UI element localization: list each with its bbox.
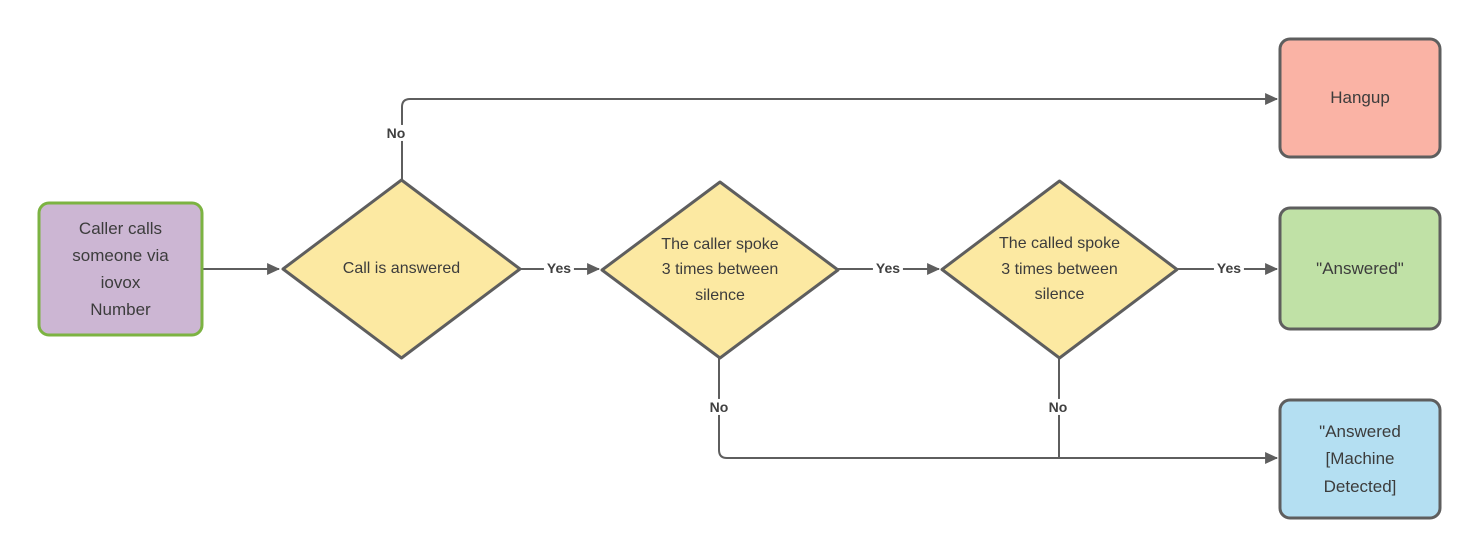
node-start [37, 201, 204, 337]
node-hangup [1278, 37, 1442, 159]
node-caller-spoke [600, 180, 840, 360]
edge-call-is-answered-no-to-hangup [401, 93, 1279, 180]
node-called-spoke [940, 179, 1179, 360]
node-answered [1278, 206, 1442, 331]
node-call-is-answered [281, 178, 522, 360]
node-answered-machine-detected [1278, 398, 1442, 520]
edge-caller-spoke-no-to-answered-machine [718, 358, 1279, 464]
